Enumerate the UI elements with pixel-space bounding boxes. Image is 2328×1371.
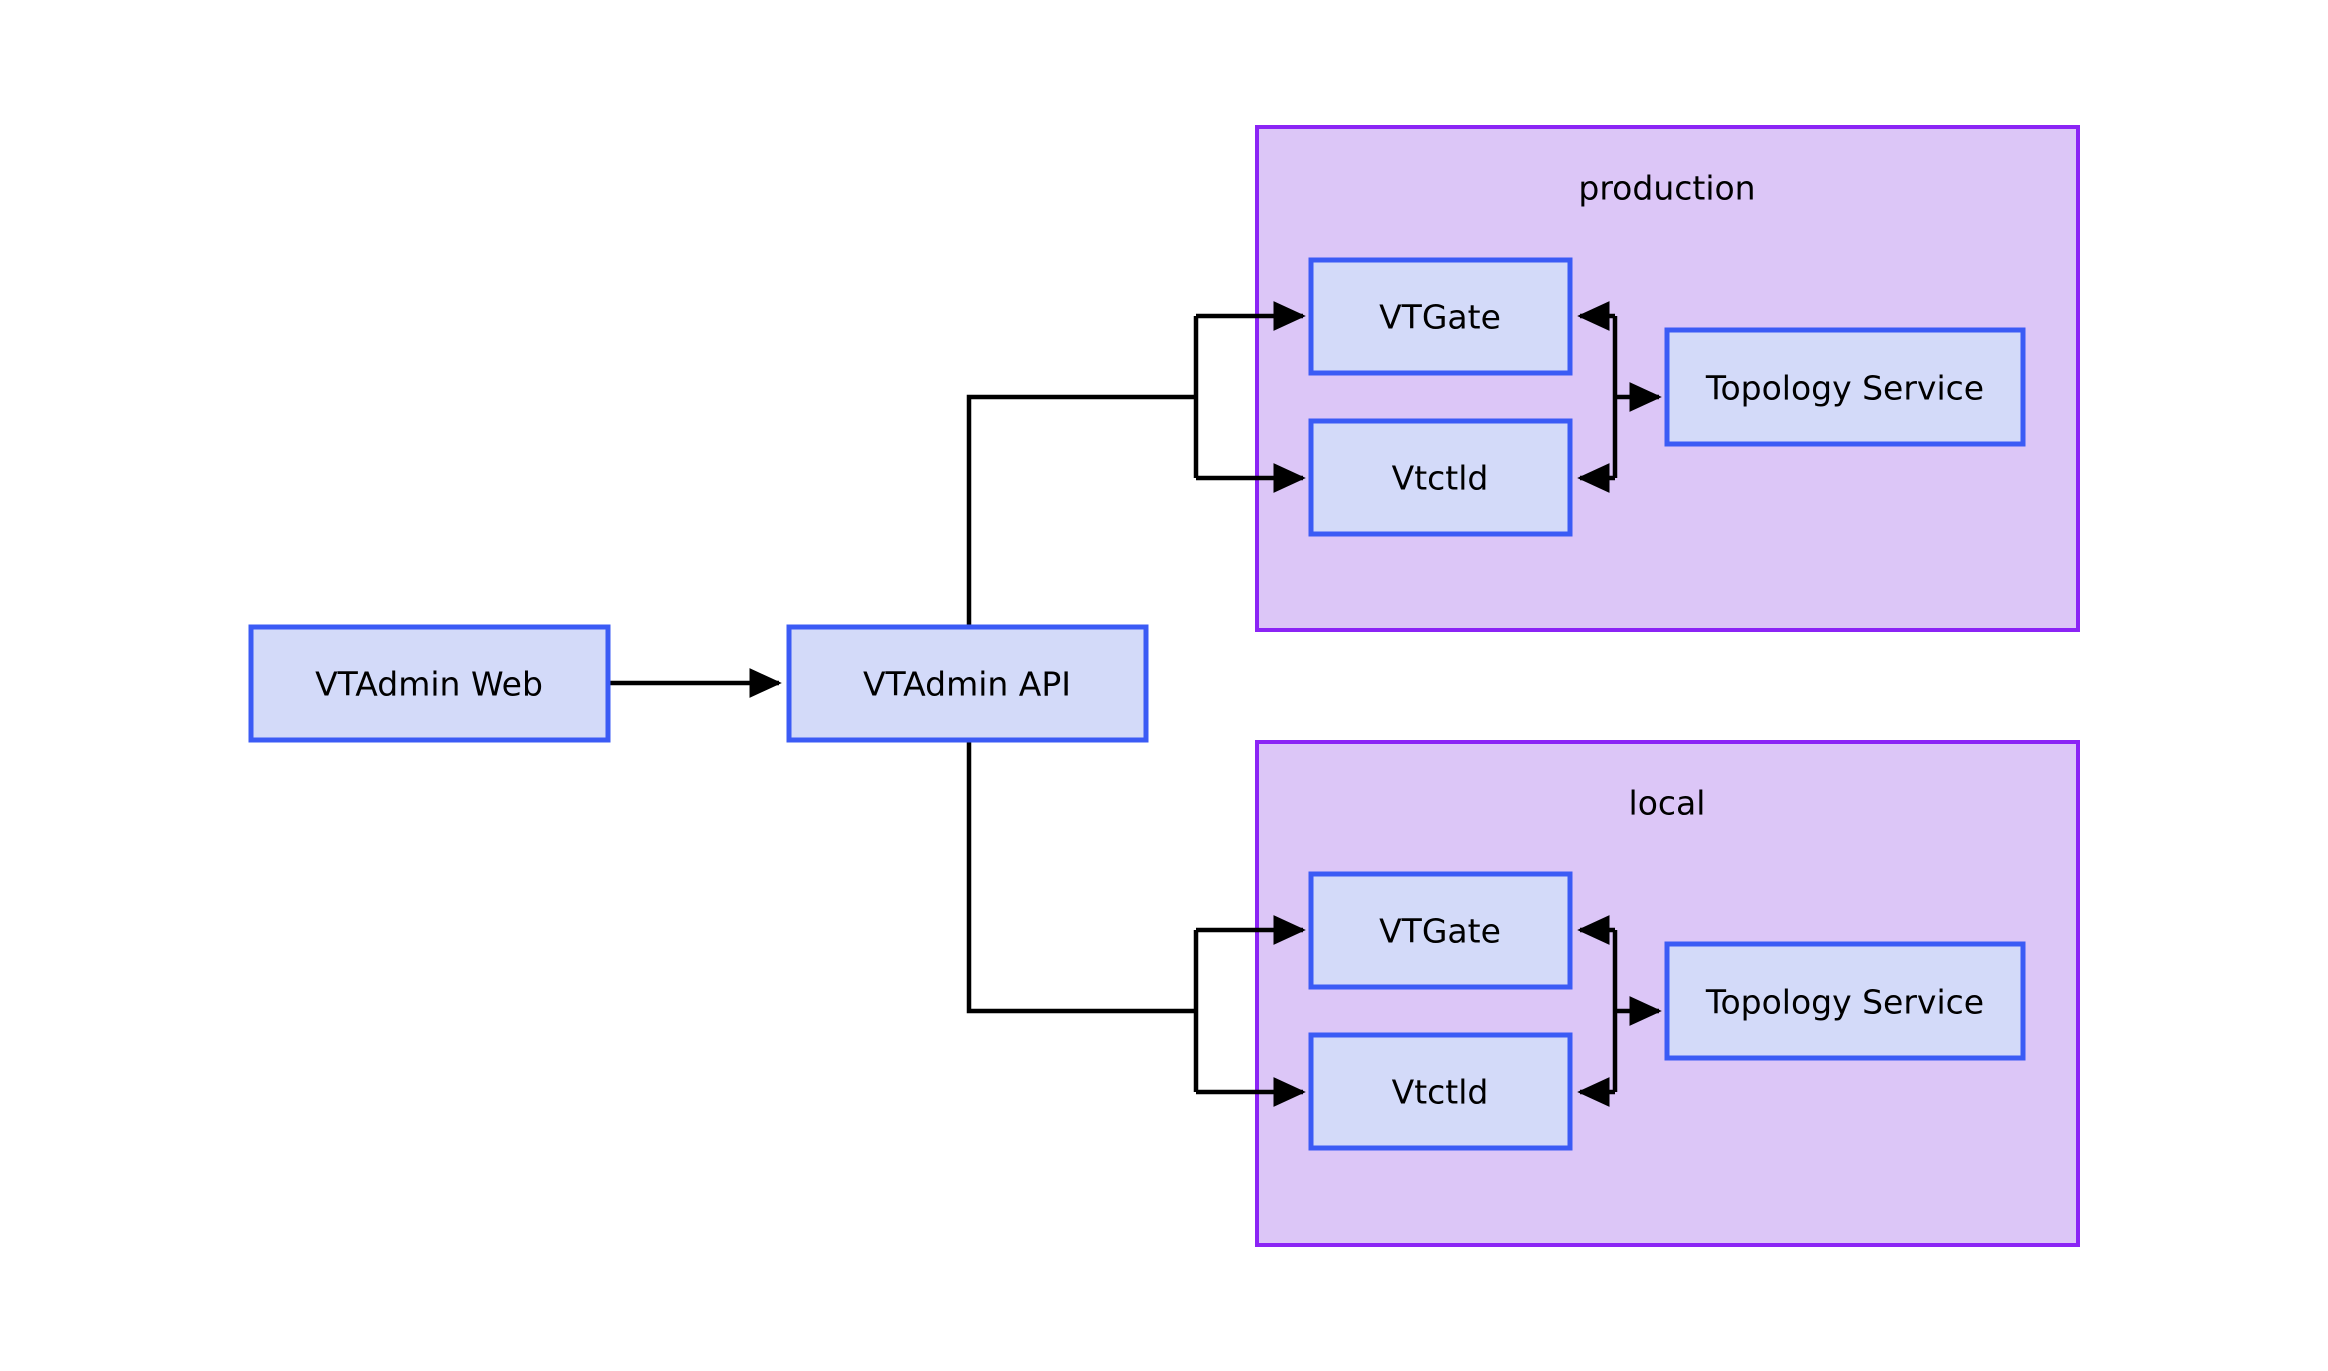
node-production-topology-service-box[interactable] xyxy=(1664,327,2026,447)
node-vtadmin-api-label: VTAdmin API xyxy=(863,665,1071,704)
node-local-vtgate[interactable]: VTGate xyxy=(1308,871,1573,990)
node-production-vtctld-box[interactable] xyxy=(1308,418,1573,537)
node-production-vtgate-box[interactable] xyxy=(1308,257,1573,376)
node-local-vtgate-box[interactable] xyxy=(1308,871,1573,990)
edge-api-to-production-bus xyxy=(966,394,1196,627)
node-production-vtctld[interactable]: Vtctld xyxy=(1308,418,1573,537)
node-production-topology-service[interactable]: Topology Service xyxy=(1664,327,2026,447)
node-vtadmin-api-box[interactable] xyxy=(786,624,1149,743)
node-production-topology-service-label: Topology Service xyxy=(1705,369,1984,408)
node-local-topology-service[interactable]: Topology Service xyxy=(1664,941,2026,1061)
node-vtadmin-web[interactable]: VTAdmin Web xyxy=(248,624,611,743)
node-local-vtgate-label: VTGate xyxy=(1379,912,1501,951)
node-local-vtctld[interactable]: Vtctld xyxy=(1308,1032,1573,1151)
node-vtadmin-api[interactable]: VTAdmin API xyxy=(786,624,1149,743)
node-vtadmin-web-label: VTAdmin Web xyxy=(315,665,543,704)
node-local-vtctld-label: Vtctld xyxy=(1392,1073,1489,1112)
node-local-topology-service-label: Topology Service xyxy=(1705,983,1984,1022)
node-production-vtctld-label: Vtctld xyxy=(1392,459,1489,498)
cluster-local-label: local xyxy=(1629,784,1706,823)
node-vtadmin-web-box[interactable] xyxy=(248,624,611,743)
node-production-vtgate-label: VTGate xyxy=(1379,298,1501,337)
node-local-topology-service-box[interactable] xyxy=(1664,941,2026,1061)
cluster-production-label: production xyxy=(1578,169,1755,208)
node-local-vtctld-box[interactable] xyxy=(1308,1032,1573,1151)
edge-api-to-local-bus xyxy=(966,740,1196,1014)
node-production-vtgate[interactable]: VTGate xyxy=(1308,257,1573,376)
